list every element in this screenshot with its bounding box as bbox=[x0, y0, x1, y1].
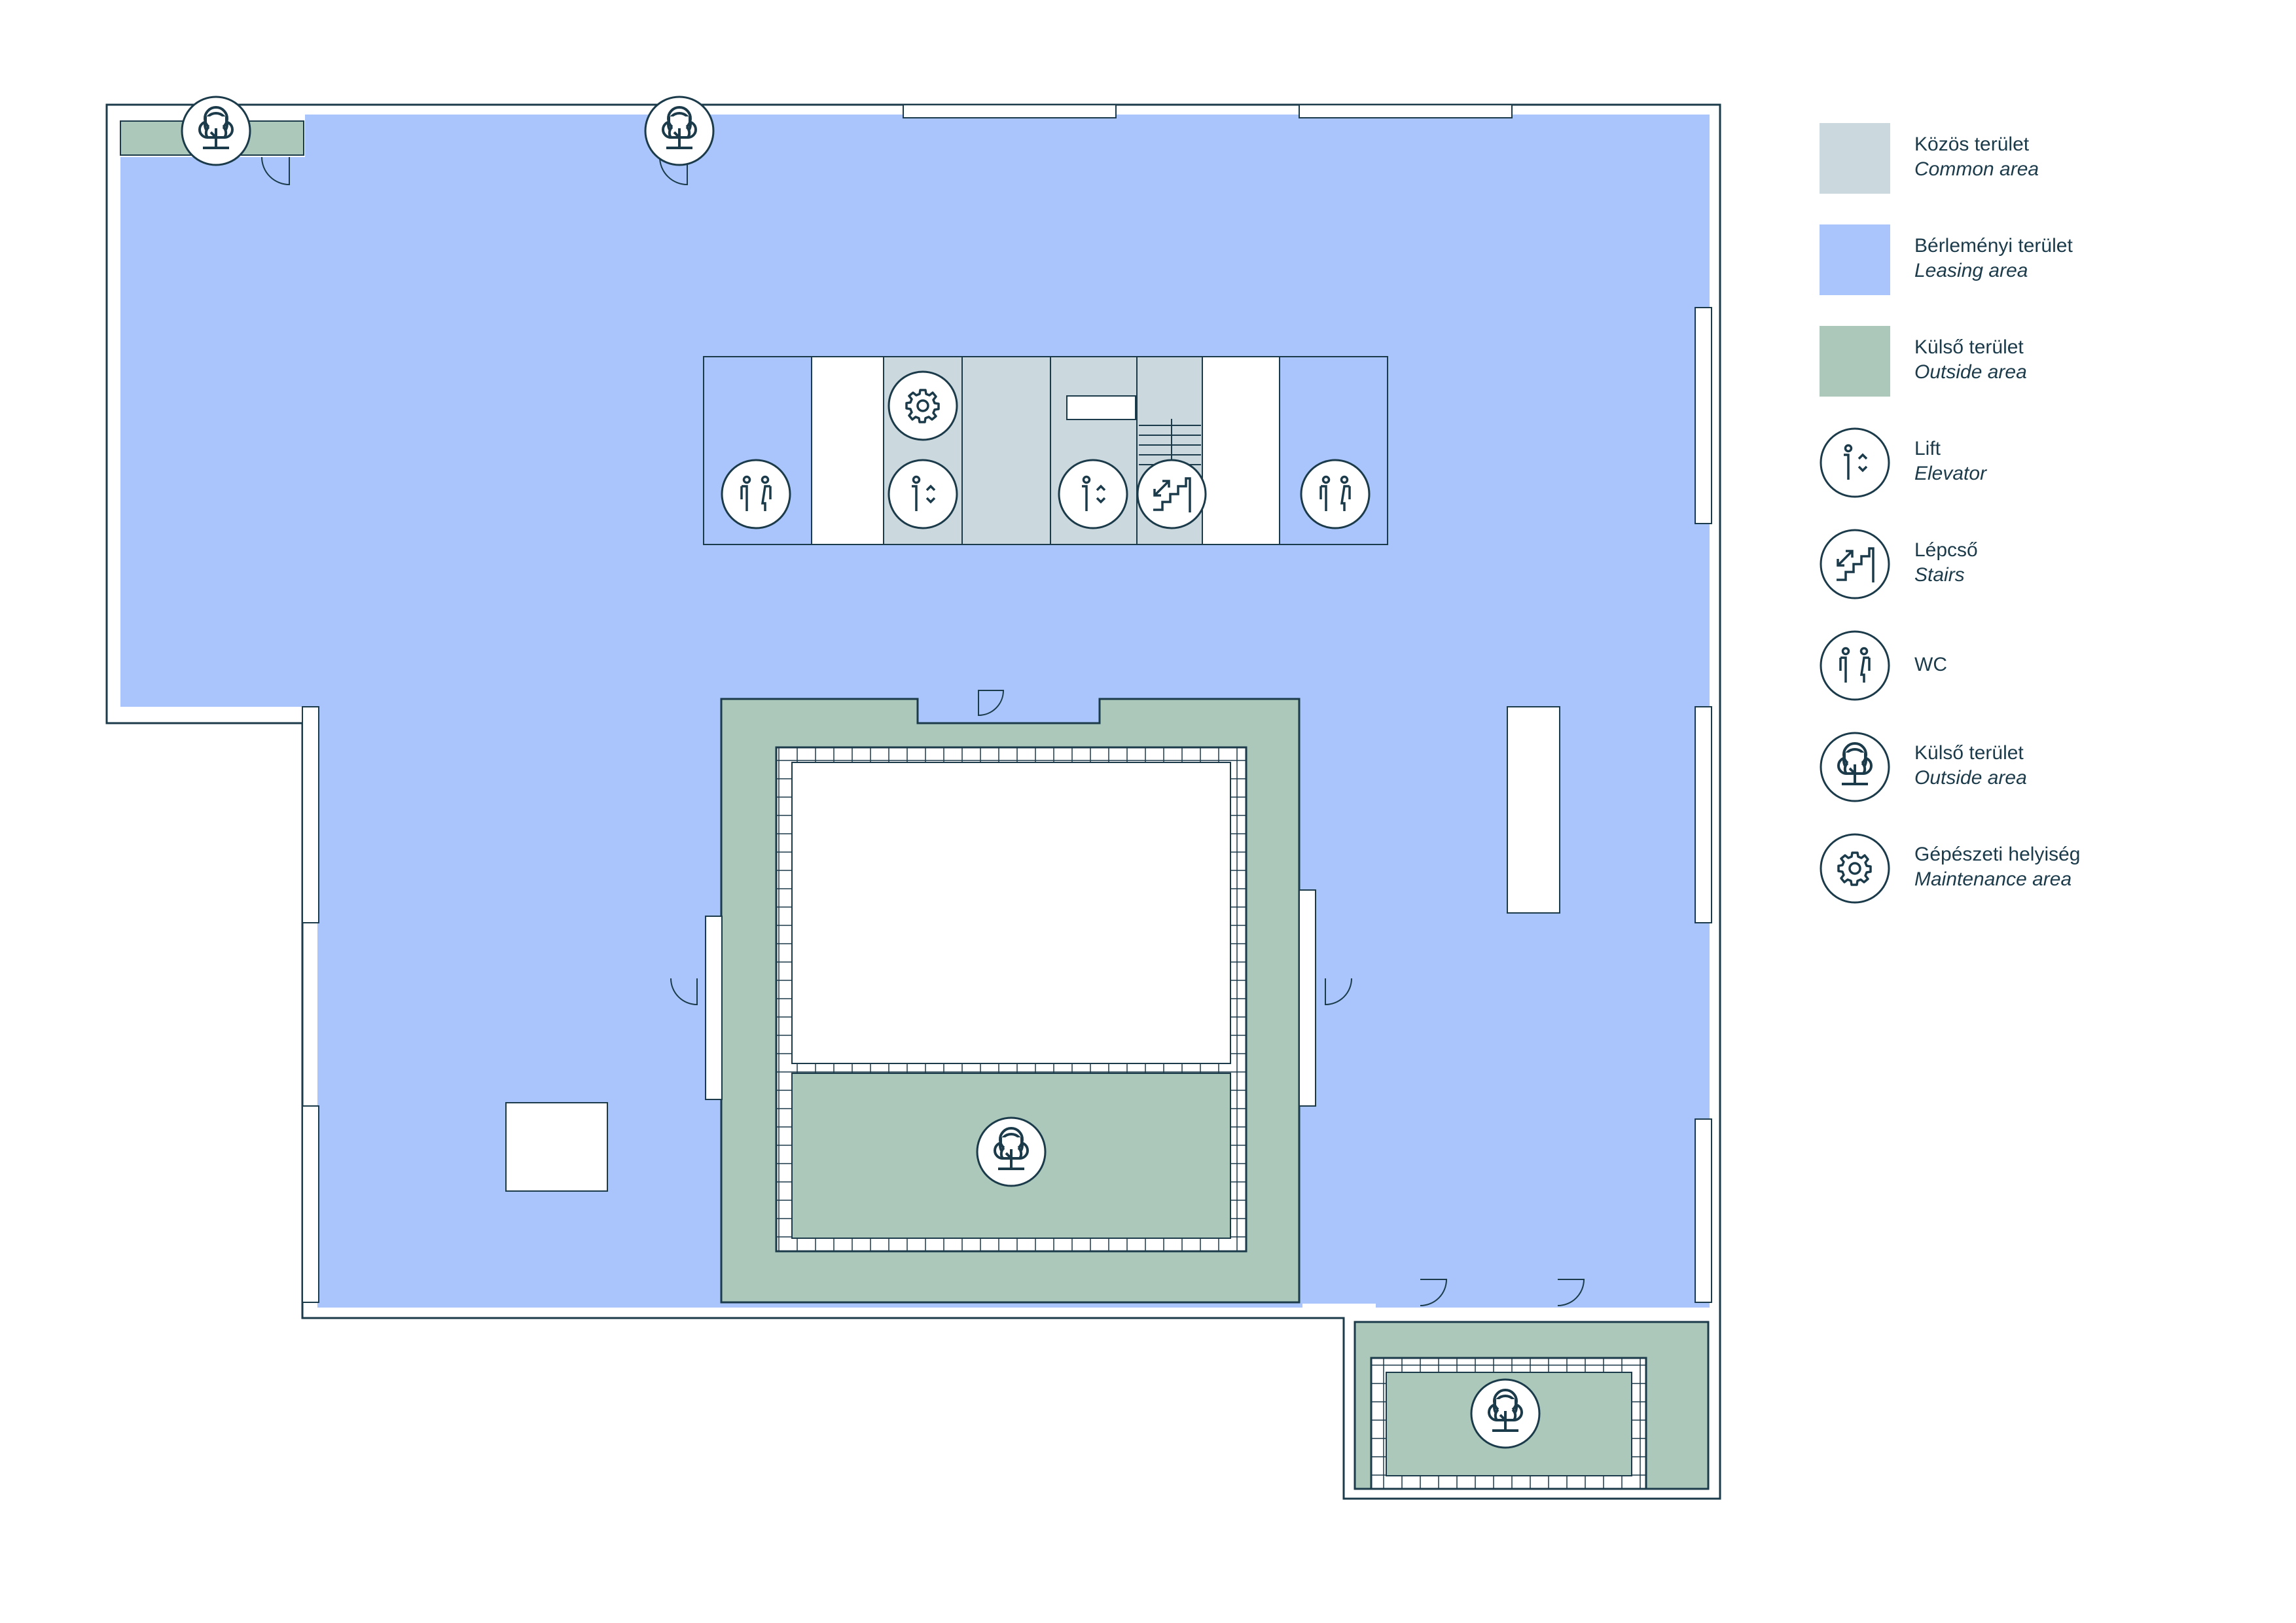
tree-icon bbox=[181, 96, 251, 166]
tree-icon bbox=[1820, 732, 1890, 802]
legend-label-en: Leasing area bbox=[1914, 260, 2028, 281]
legend-label-hu: Lépcső bbox=[1914, 539, 1978, 561]
legend-swatch bbox=[1820, 123, 1890, 194]
legend-label-en: Elevator bbox=[1914, 463, 1987, 484]
building-core bbox=[703, 356, 1388, 545]
legend-label-en: Outside area bbox=[1914, 361, 2027, 383]
wc-icon bbox=[1300, 459, 1371, 529]
legend-label-hu: Gépészeti helyiség bbox=[1914, 844, 2081, 865]
legend-item-wc: WC bbox=[1820, 630, 2278, 701]
window-strips bbox=[302, 104, 1712, 1303]
stairs-icon bbox=[1136, 459, 1207, 529]
column-block-right bbox=[1507, 706, 1560, 914]
tree-icon bbox=[1470, 1378, 1541, 1449]
legend-label-en: Outside area bbox=[1914, 767, 2027, 789]
legend-label-hu: Lift bbox=[1914, 438, 1941, 459]
wc-icon bbox=[1820, 630, 1890, 701]
legend-label-en: Stairs bbox=[1914, 564, 1965, 586]
elevator-icon bbox=[1058, 459, 1128, 529]
courtyard-void bbox=[791, 762, 1231, 1064]
storage-room-left bbox=[505, 1102, 608, 1192]
tree-icon bbox=[644, 96, 715, 166]
legend-label-hu: WC bbox=[1914, 654, 1947, 675]
gear-icon bbox=[888, 370, 958, 441]
legend-label-hu: Külső terület bbox=[1914, 336, 2024, 358]
elevator-icon bbox=[1820, 427, 1890, 498]
legend-label-hu: Közös terület bbox=[1914, 134, 2030, 155]
doors bbox=[261, 156, 1585, 1306]
building-outline bbox=[105, 103, 1721, 1500]
legend-label-hu: Külső terület bbox=[1914, 742, 2024, 764]
legend-label-en: Common area bbox=[1914, 158, 2039, 180]
elevator-icon bbox=[888, 459, 958, 529]
tree-icon bbox=[976, 1116, 1047, 1187]
wc-icon bbox=[721, 459, 791, 529]
legend-label-en: Maintenance area bbox=[1914, 868, 2072, 890]
stairs-icon bbox=[1820, 529, 1890, 599]
gear-icon bbox=[1820, 833, 1890, 904]
legend-swatch bbox=[1820, 326, 1890, 397]
legend-label-hu: Bérleményi terület bbox=[1914, 235, 2073, 257]
legend-swatch bbox=[1820, 224, 1890, 295]
